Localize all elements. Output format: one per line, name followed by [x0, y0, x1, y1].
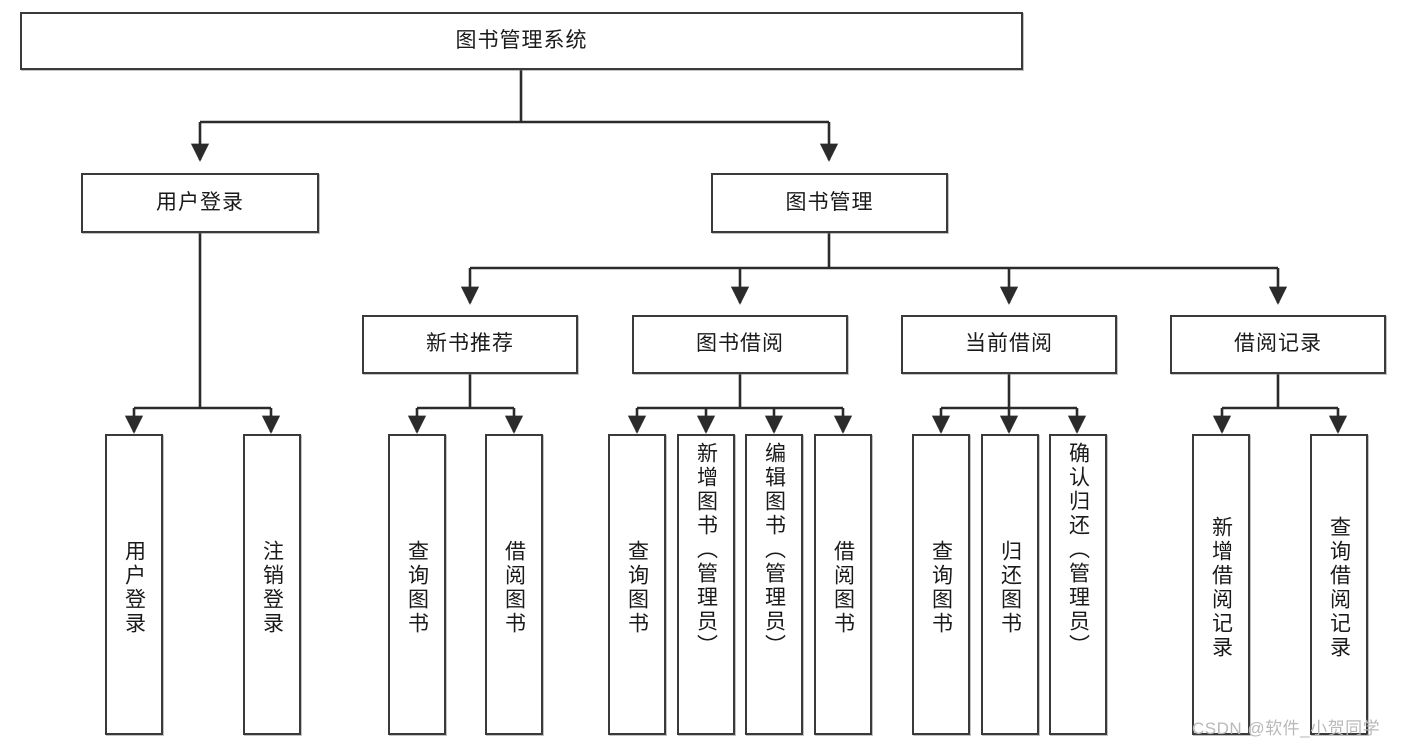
node-book-borrow[interactable]: 图书借阅 [632, 315, 848, 374]
leaf-user-login[interactable]: 用户登录 [105, 434, 163, 735]
leaf-new-book-borrow[interactable]: 借阅图书 [485, 434, 543, 735]
node-book-management[interactable]: 图书管理 [711, 173, 948, 233]
leaf-new-book-query[interactable]: 查询图书 [388, 434, 446, 735]
node-label: 图书借阅 [696, 332, 784, 356]
node-label: 查询图书 [625, 539, 649, 636]
leaf-edit-book-admin[interactable]: 编辑图书（管理员） [745, 434, 803, 735]
node-label: 注销登录 [260, 539, 284, 636]
node-new-book-recommend[interactable]: 新书推荐 [362, 315, 578, 374]
node-label: 用户登录 [156, 190, 244, 214]
node-label: 查询图书 [405, 539, 429, 636]
node-label: 借阅图书 [502, 539, 526, 636]
node-user-login[interactable]: 用户登录 [81, 173, 319, 233]
node-label: 新增图书（管理员） [694, 442, 718, 658]
leaf-confirm-return-admin[interactable]: 确认归还（管理员） [1049, 434, 1107, 735]
leaf-user-logout[interactable]: 注销登录 [243, 434, 301, 735]
watermark-text: CSDN @软件_小贺同学 [1192, 719, 1381, 738]
node-current-borrow[interactable]: 当前借阅 [901, 315, 1117, 374]
node-label: 借阅记录 [1234, 332, 1322, 356]
node-label: 查询借阅记录 [1327, 515, 1351, 660]
node-borrow-record[interactable]: 借阅记录 [1170, 315, 1386, 374]
node-label: 查询图书 [929, 539, 953, 636]
leaf-add-book-admin[interactable]: 新增图书（管理员） [677, 434, 735, 735]
node-label: 借阅图书 [831, 539, 855, 636]
leaf-borrow-book[interactable]: 借阅图书 [814, 434, 872, 735]
leaf-borrow-query-book[interactable]: 查询图书 [608, 434, 666, 735]
node-label: 归还图书 [998, 539, 1022, 636]
leaf-current-query-book[interactable]: 查询图书 [912, 434, 970, 735]
node-label: 编辑图书（管理员） [762, 442, 786, 658]
node-label: 新书推荐 [426, 332, 514, 356]
node-label: 当前借阅 [965, 332, 1053, 356]
node-label: 新增借阅记录 [1209, 515, 1233, 660]
node-label: 确认归还（管理员） [1066, 442, 1090, 658]
leaf-query-borrow-record[interactable]: 查询借阅记录 [1310, 434, 1368, 735]
node-system-root[interactable]: 图书管理系统 [20, 12, 1023, 70]
node-label: 用户登录 [122, 539, 146, 636]
node-label: 图书管理 [785, 190, 874, 214]
node-label: 图书管理系统 [455, 28, 588, 52]
leaf-add-borrow-record[interactable]: 新增借阅记录 [1192, 434, 1250, 735]
leaf-return-book[interactable]: 归还图书 [981, 434, 1039, 735]
